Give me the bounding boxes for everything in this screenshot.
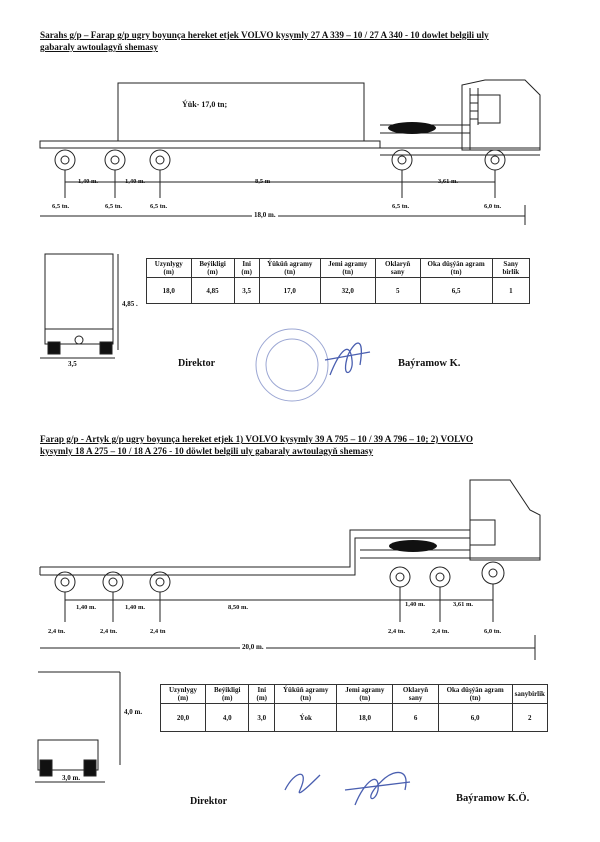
dim-2-2: 1,40 m. <box>125 604 146 611</box>
load-2-5: 2,4 tn. <box>432 628 450 635</box>
load-1-2: 6,5 tn. <box>105 203 123 210</box>
director-label-2: Direktor <box>190 796 228 807</box>
load-1-1: 6,5 tn. <box>52 203 70 210</box>
th2-width: Ini (m) <box>248 684 276 704</box>
th-axle-load: Oka düşýän agram (tn) <box>419 258 493 278</box>
td2-length: 20,0 <box>160 703 206 732</box>
doc1-title-line1: Sarahs g/p – Farap g/p ugry boyunça here… <box>40 30 489 40</box>
dim-1-3: 8,5 m <box>255 178 271 185</box>
dim-1-2: 1,40 m. <box>125 178 146 185</box>
director-label-1: Direktor <box>178 358 216 369</box>
load-2-1: 2,4 tn. <box>48 628 66 635</box>
hitch-1 <box>388 122 436 134</box>
th-length: Uzynlygy (m) <box>146 258 192 278</box>
dim-2-3: 8,50 m. <box>228 604 249 611</box>
th2-length: Uzynlygy (m) <box>160 684 206 704</box>
director-name-2: Baýramow K.Ö. <box>456 793 530 804</box>
spec-table-2-header: Uzynlygy (m) Beýikligi (m) Ini (m) Ýüküň… <box>160 684 549 704</box>
dim-1-4: 3,61 m. <box>438 178 459 185</box>
dim-2-4: 1,40 m. <box>405 601 426 608</box>
rear-box-1 <box>44 253 114 330</box>
td-cargo-weight: 17,0 <box>258 277 321 304</box>
th-units: Sany birlik <box>491 258 531 278</box>
load-2-2: 2,4 tn. <box>100 628 118 635</box>
rear-view-1 <box>40 253 119 359</box>
doc2-title-line1: Farap g/p - Artyk g/p ugry boyunça herek… <box>40 434 473 444</box>
th-cargo-weight: Ýüküň agramy (tn) <box>258 258 321 278</box>
load-1-5: 6,0 tn. <box>484 203 502 210</box>
width-label-2: 3,0 m. <box>62 774 81 782</box>
cab-2 <box>469 479 541 561</box>
th2-axles: Oklaryň sany <box>392 684 439 704</box>
td2-width: 3,0 <box>248 703 276 732</box>
rear-view-2 <box>35 671 121 783</box>
total-length-2: 20,0 m. <box>240 643 266 651</box>
td2-axles: 6 <box>392 703 439 732</box>
total-length-1: 18,0 m. <box>252 211 278 219</box>
td-width: 3,5 <box>233 277 260 304</box>
th-axles: Oklaryň sany <box>374 258 421 278</box>
spec-table-2-row: 20,0 4,0 3,0 Ýok 18,0 6 6,0 2 <box>160 703 549 732</box>
width-label-1: 3,5 <box>68 360 77 368</box>
th-total-weight: Jemi agramy (tn) <box>319 258 376 278</box>
th-height: Beýikligi (m) <box>190 258 235 278</box>
th2-height: Beýikligi (m) <box>204 684 250 704</box>
td2-height: 4,0 <box>204 703 250 732</box>
load-1-3: 6,5 tn. <box>150 203 168 210</box>
doc1-title: Sarahs g/p – Farap g/p ugry boyunça here… <box>40 29 560 53</box>
td-total-weight: 32,0 <box>319 277 376 304</box>
spec-table-1-row: 18,0 4,85 3,5 17,0 32,0 5 6,5 1 <box>146 277 531 304</box>
trailer-box-1 <box>117 82 365 142</box>
signature-1 <box>324 342 371 376</box>
load-2-6: 6,0 tn. <box>484 628 502 635</box>
doc2-title: Farap g/p - Artyk g/p ugry boyunça herek… <box>40 433 560 457</box>
th-width: Ini (m) <box>233 258 260 278</box>
truck-1-diagram <box>39 79 541 225</box>
td-axles: 5 <box>374 277 421 304</box>
cab-1 <box>461 79 541 151</box>
truck-2-diagram <box>39 479 541 660</box>
load-1-4: 6,5 tn. <box>392 203 410 210</box>
th2-axle-load: Oka düşýän agram (tn) <box>437 684 513 704</box>
lowbed-2 <box>40 529 470 568</box>
td2-axle-load: 6,0 <box>437 703 513 732</box>
rear-box-2 <box>37 739 99 771</box>
hitch-2 <box>389 540 437 552</box>
load-2-4: 2,4 tn. <box>388 628 406 635</box>
td2-cargo-weight: Ýok <box>274 703 338 732</box>
td-height: 4,85 <box>190 277 235 304</box>
stamp-1 <box>255 328 329 402</box>
doc2-title-line2: kysymly 18 A 275 – 10 / 18 A 276 - 10 dö… <box>40 446 374 456</box>
cargo-label-1: Ýük- 17,0 tn; <box>182 100 228 109</box>
td2-units: 2 <box>511 703 549 732</box>
load-2-3: 2,4 tn <box>150 628 166 635</box>
spec-table-2: Uzynlygy (m) Beýikligi (m) Ini (m) Ýüküň… <box>160 684 549 732</box>
height-label-2: 4,0 m. <box>124 708 143 716</box>
td-length: 18,0 <box>146 277 192 304</box>
dim-2-5: 3,61 m. <box>453 601 474 608</box>
th2-total-weight: Jemi agramy (tn) <box>336 684 394 704</box>
th2-cargo-weight: Ýüküň agramy (tn) <box>274 684 338 704</box>
signature-2 <box>284 771 411 806</box>
td2-total-weight: 18,0 <box>336 703 394 732</box>
height-label-1: 4,85 . <box>122 300 138 308</box>
td-units: 1 <box>491 277 531 304</box>
doc1-title-line2: gabaraly awtoulagyň shemasy <box>40 42 158 52</box>
th2-units: sanybirlik <box>511 684 549 704</box>
spec-table-1: Uzynlygy (m) Beýikligi (m) Ini (m) Ýüküň… <box>146 258 531 304</box>
spec-table-1-header: Uzynlygy (m) Beýikligi (m) Ini (m) Ýüküň… <box>146 258 531 278</box>
dim-1-1: 1,40 m. <box>78 178 99 185</box>
director-name-1: Baýramow K. <box>398 358 461 369</box>
trailer-bed-1 <box>39 140 381 149</box>
dim-2-1: 1,40 m. <box>76 604 97 611</box>
td-axle-load: 6,5 <box>419 277 493 304</box>
